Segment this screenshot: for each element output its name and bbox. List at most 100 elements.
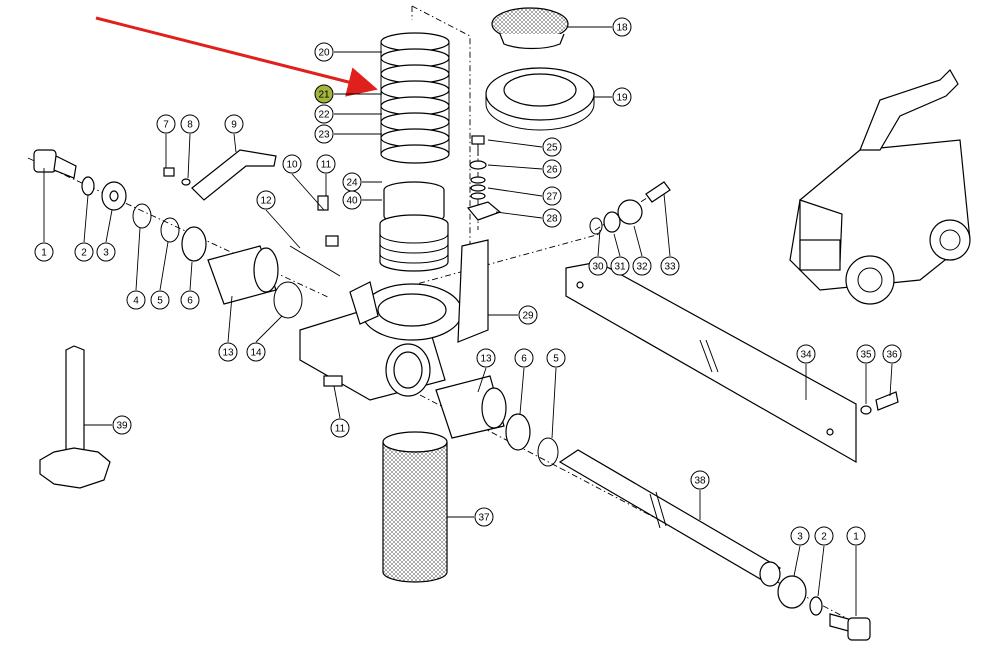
- callout-circle: [330, 418, 350, 438]
- callout-leader-32: [633, 225, 643, 257]
- lower-middle-parts: [435, 375, 559, 467]
- callout-circle: [156, 114, 176, 134]
- callout-circle: [542, 137, 562, 157]
- callout-leader-14: [255, 315, 283, 343]
- callout-label: 12: [260, 196, 272, 207]
- callout-circle: [542, 186, 562, 206]
- callout-leader-3: [793, 545, 801, 577]
- callout-label: 5: [553, 354, 559, 365]
- bolt-washer-set: [466, 135, 502, 221]
- callout-circle: [282, 154, 302, 174]
- callout-label: 39: [116, 421, 128, 432]
- callout-label: 13: [222, 348, 234, 359]
- callout-circle: [546, 348, 566, 368]
- callout-2: 2: [74, 242, 94, 262]
- callout-6: 6: [514, 348, 534, 368]
- callout-label: 3: [103, 248, 109, 259]
- callout-circle: [476, 348, 496, 368]
- callout-3: 3: [96, 242, 116, 262]
- callout-label: 14: [250, 348, 262, 359]
- callout-leader-5: [551, 367, 557, 439]
- callout-38: 38: [690, 470, 710, 490]
- callout-label: 26: [546, 165, 558, 176]
- callout-leader-36: [889, 363, 893, 397]
- callout-circle: [632, 256, 652, 276]
- callout-18: 18: [612, 17, 632, 37]
- callout-30: 30: [588, 256, 608, 276]
- callout-label: 11: [321, 160, 332, 171]
- callout-circle: [610, 256, 630, 276]
- callout-circle: [660, 256, 680, 276]
- callout-11: 11: [330, 418, 350, 438]
- callout-12: 12: [256, 190, 276, 210]
- callout-label: 27: [546, 192, 558, 203]
- callout-label: 30: [592, 262, 604, 273]
- callout-34: 34: [796, 344, 816, 364]
- callout-leader-5: [159, 241, 169, 291]
- callout-33: 33: [660, 256, 680, 276]
- callout-label: 10: [286, 160, 298, 171]
- filter-cylinder: [382, 431, 448, 583]
- callout-leader-10: [291, 173, 325, 211]
- callout-1: 1: [846, 526, 866, 546]
- callout-leader-8: [187, 133, 191, 179]
- callout-label: 6: [187, 296, 193, 307]
- callout-circle: [112, 415, 132, 435]
- callout-leader-27: [487, 187, 543, 197]
- callout-label: 13: [480, 354, 492, 365]
- callout-circle: [796, 344, 816, 364]
- callout-20: 20: [314, 42, 334, 62]
- callout-23: 23: [314, 124, 334, 144]
- callout-24: 24: [342, 172, 362, 192]
- callout-27: 27: [542, 186, 562, 206]
- callout-14: 14: [246, 342, 266, 362]
- callout-circle: [882, 344, 902, 364]
- toothed-ring: [485, 67, 595, 131]
- harvester-thumbnail: [789, 69, 971, 305]
- callout-label: 36: [886, 350, 898, 361]
- callout-circle: [588, 256, 608, 276]
- callout-circle: [856, 344, 876, 364]
- callout-label: 6: [521, 354, 527, 365]
- callout-leader-33: [663, 193, 671, 257]
- callout-label: 34: [800, 350, 812, 361]
- callout-label: 28: [546, 214, 558, 225]
- callout-36: 36: [882, 344, 902, 364]
- callout-circle: [342, 172, 362, 192]
- callout-circle: [542, 159, 562, 179]
- callout-19: 19: [612, 87, 632, 107]
- callout-label: 24: [346, 178, 358, 189]
- callout-circle: [690, 470, 710, 490]
- callout-leader-2: [817, 545, 825, 597]
- callout-circle: [314, 124, 334, 144]
- callout-label: 38: [694, 476, 706, 487]
- callout-circle: [256, 190, 276, 210]
- callout-circle: [612, 17, 632, 37]
- callout-label: 3: [797, 532, 803, 543]
- callout-circle: [150, 290, 170, 310]
- callout-31: 31: [610, 256, 630, 276]
- callout-circle: [542, 208, 562, 228]
- callout-label: 1: [41, 248, 47, 259]
- housing-bracket: [299, 239, 489, 401]
- right-hardware: [565, 181, 899, 464]
- callout-label: 40: [346, 196, 358, 207]
- callout-circle: [518, 305, 538, 325]
- callout-circle: [180, 290, 200, 310]
- callout-label: 32: [636, 262, 648, 273]
- callout-label: 18: [616, 23, 628, 34]
- callout-8: 8: [180, 114, 200, 134]
- callout-label: 9: [231, 120, 237, 131]
- callout-5: 5: [546, 348, 566, 368]
- callout-leader-31: [613, 233, 621, 257]
- callout-label: 7: [163, 120, 169, 131]
- callout-circle: [224, 114, 244, 134]
- callout-circle: [218, 342, 238, 362]
- callout-label: 11: [335, 424, 346, 435]
- callout-circle: [246, 342, 266, 362]
- dust-cap: [491, 7, 569, 50]
- callout-circle: [316, 154, 336, 174]
- callout-label: 22: [318, 110, 330, 121]
- callout-29: 29: [518, 305, 538, 325]
